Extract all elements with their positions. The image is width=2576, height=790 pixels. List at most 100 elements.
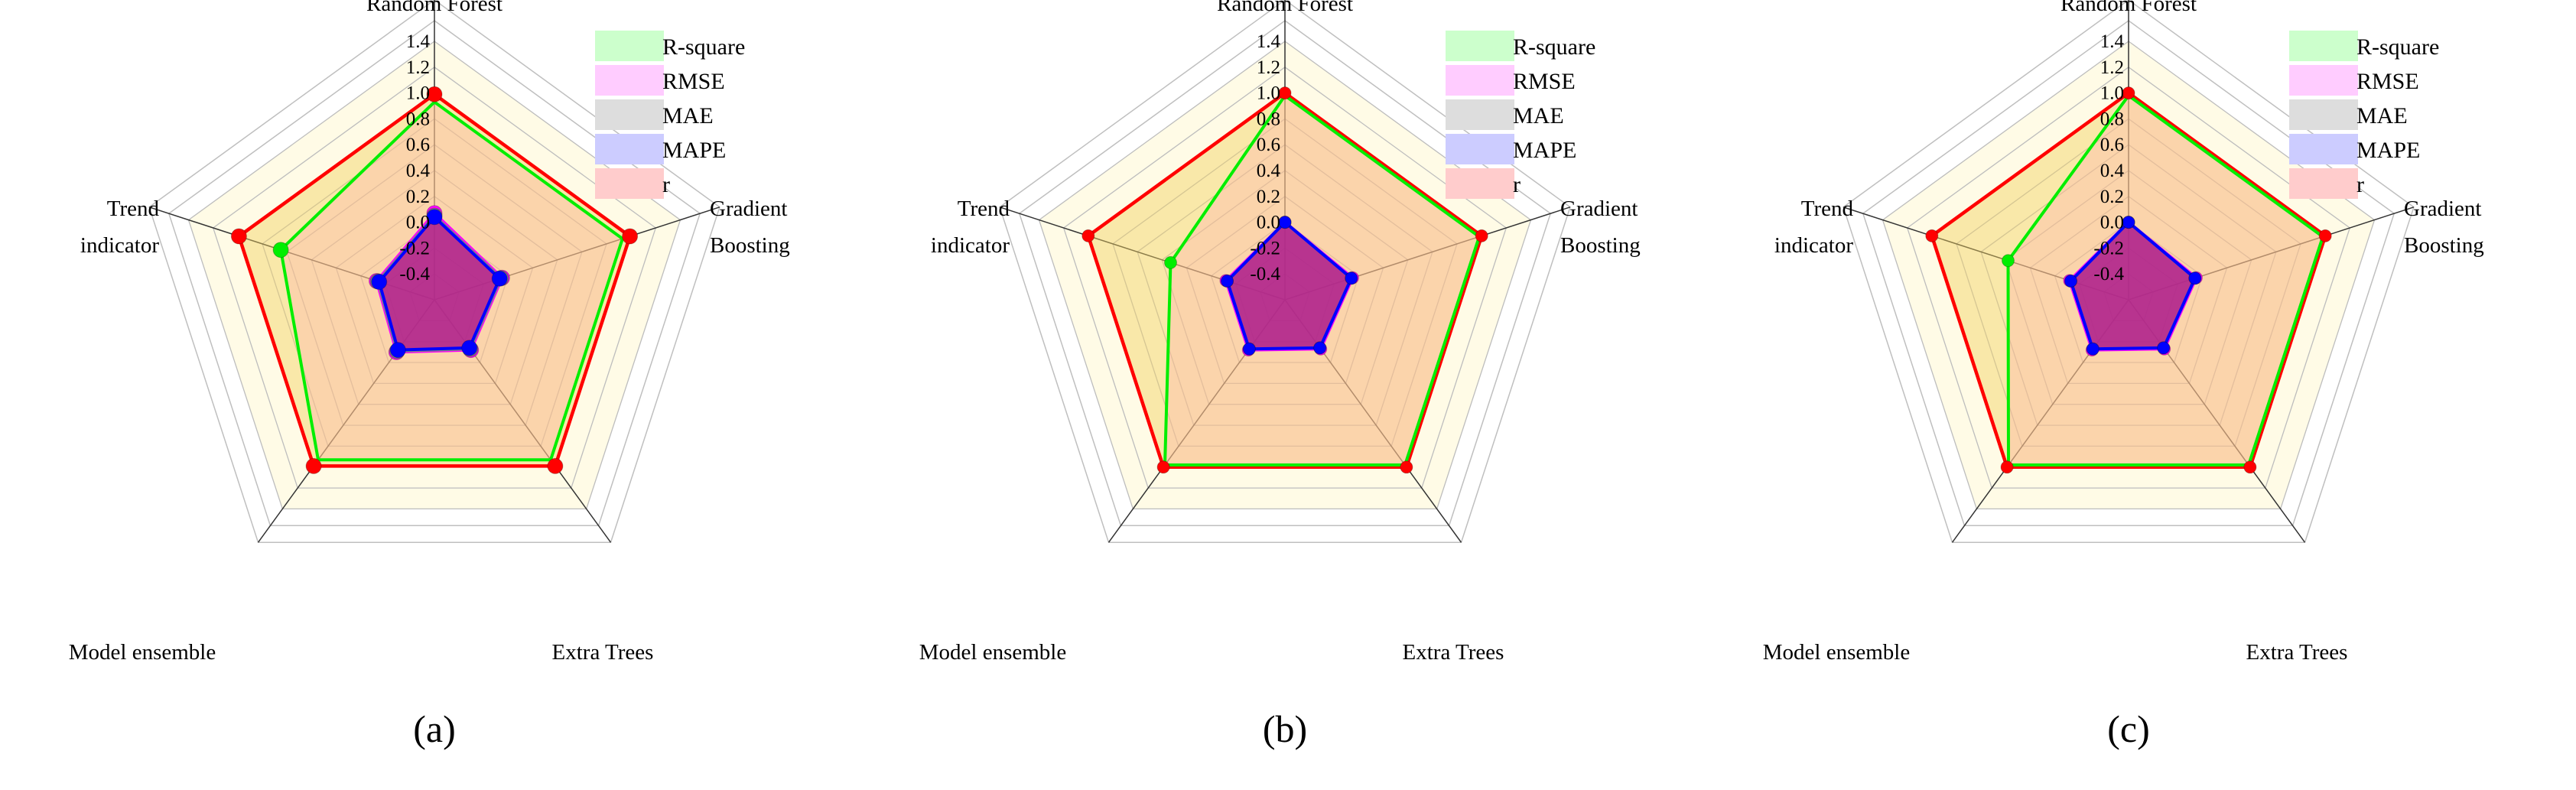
legend-label: MAE bbox=[2356, 103, 2408, 128]
grid-ring bbox=[335, 195, 534, 385]
axis-label: Trend bbox=[1801, 197, 1854, 221]
panel-label: (c) bbox=[2107, 707, 2150, 750]
legend-swatch bbox=[1446, 31, 1514, 61]
tick-label: 1.4 bbox=[2100, 31, 2125, 52]
panel-label: (a) bbox=[413, 707, 456, 750]
series-line-r-square bbox=[2006, 94, 2324, 467]
data-point-mape bbox=[426, 209, 443, 226]
series-line-r-square bbox=[1163, 94, 1481, 467]
grid-ring bbox=[1137, 144, 1433, 426]
data-point-r-square bbox=[272, 242, 289, 258]
legend-label: R-square bbox=[1513, 34, 1595, 60]
series-line-mape bbox=[2069, 220, 2197, 351]
tick-label: -0.4 bbox=[399, 264, 430, 284]
axis-label: Trend bbox=[958, 197, 1010, 221]
panel-label: (b) bbox=[1263, 707, 1307, 750]
legend-swatch bbox=[2289, 31, 2358, 61]
tick-label: 0.6 bbox=[2100, 135, 2124, 155]
data-point-mape bbox=[1345, 271, 1358, 285]
data-point-r bbox=[305, 457, 322, 474]
data-point-r-square bbox=[1164, 255, 1177, 269]
axis-label: Random Forest bbox=[366, 0, 503, 16]
tick-label: 0.4 bbox=[2100, 161, 2125, 181]
legend-label: r bbox=[662, 172, 670, 197]
legend-label: RMSE bbox=[1513, 69, 1576, 94]
axis-label: Random Forest bbox=[1217, 0, 1353, 16]
legend-label: RMSE bbox=[2356, 69, 2419, 94]
tick-label: 0.8 bbox=[2100, 109, 2124, 129]
tick-label: 1.0 bbox=[1257, 83, 1280, 104]
grid-ring bbox=[1062, 66, 1508, 489]
legend-swatch bbox=[1446, 134, 1514, 164]
legend-label: MAPE bbox=[662, 138, 726, 163]
tick-label: -0.2 bbox=[1250, 238, 1280, 258]
tick-label: 0.6 bbox=[1257, 135, 1280, 155]
data-point-r bbox=[1278, 86, 1292, 100]
axis-label: Gradient bbox=[2404, 197, 2481, 221]
series-line-r-square bbox=[279, 100, 624, 462]
axis-label: indicator bbox=[1774, 233, 1853, 258]
axis-label: Boosting bbox=[2404, 233, 2484, 258]
grid-ring bbox=[1210, 221, 1360, 363]
data-point-r bbox=[547, 457, 564, 474]
tick-label: 0.0 bbox=[2100, 213, 2124, 233]
legend-label: RMSE bbox=[662, 69, 725, 94]
data-point-r bbox=[1081, 229, 1095, 242]
tick-label: 0.4 bbox=[1257, 161, 1281, 181]
data-point-mape bbox=[389, 342, 406, 359]
tick-label: -0.2 bbox=[2093, 238, 2124, 258]
tick-label: -0.4 bbox=[2093, 264, 2124, 284]
tick-label: -0.2 bbox=[399, 238, 430, 258]
tick-label: 0.6 bbox=[406, 135, 430, 155]
data-point-r bbox=[1400, 460, 1413, 474]
legend-swatch bbox=[595, 31, 664, 61]
outer-ring bbox=[1843, 0, 2415, 543]
grid-ring bbox=[212, 66, 657, 489]
tick-label: 1.2 bbox=[2100, 57, 2124, 78]
data-point-r bbox=[1925, 229, 1939, 242]
axis-label: Boosting bbox=[1560, 233, 1641, 258]
legend-swatch bbox=[2289, 134, 2358, 164]
series-line-r bbox=[237, 93, 632, 468]
legend-label: r bbox=[2356, 172, 2364, 197]
legend-swatch bbox=[2289, 99, 2358, 130]
data-point-mape bbox=[2157, 341, 2171, 355]
legend-label: MAE bbox=[1513, 103, 1564, 128]
tick-label: 0.2 bbox=[1257, 187, 1280, 207]
axis-label: Extra Trees bbox=[2246, 640, 2348, 665]
series-line-r bbox=[1930, 91, 2327, 470]
data-point-mape bbox=[1242, 342, 1256, 356]
data-point-mape bbox=[491, 270, 508, 287]
legend-swatch bbox=[1446, 168, 1514, 199]
legend-swatch bbox=[595, 65, 664, 96]
data-point-mape bbox=[2086, 342, 2100, 356]
axis-label: Trend bbox=[107, 197, 160, 221]
tick-label: 1.2 bbox=[406, 57, 430, 78]
axis-label: Model ensemble bbox=[919, 640, 1066, 665]
outer-ring bbox=[148, 0, 720, 543]
tick-label: 1.4 bbox=[1257, 31, 1281, 52]
tick-label: 1.4 bbox=[406, 31, 431, 52]
data-point-mape bbox=[2188, 271, 2202, 285]
axis-label: Extra Trees bbox=[1403, 640, 1504, 665]
tick-label: 0.8 bbox=[406, 109, 430, 129]
axis-label: indicator bbox=[931, 233, 1010, 258]
data-point-r-square bbox=[2002, 254, 2015, 268]
series-line-r bbox=[1086, 91, 1484, 470]
axis-label: Gradient bbox=[710, 197, 787, 221]
grid-ring bbox=[1186, 195, 1384, 385]
legend-swatch bbox=[1446, 65, 1514, 96]
data-point-mape bbox=[461, 340, 478, 356]
tick-label: 1.0 bbox=[2100, 83, 2124, 104]
axis-label: Model ensemble bbox=[1763, 640, 1910, 665]
grid-ring bbox=[1906, 66, 2351, 489]
grid-ring bbox=[311, 170, 558, 405]
legend-label: R-square bbox=[2356, 34, 2439, 60]
data-point-r bbox=[622, 228, 639, 245]
